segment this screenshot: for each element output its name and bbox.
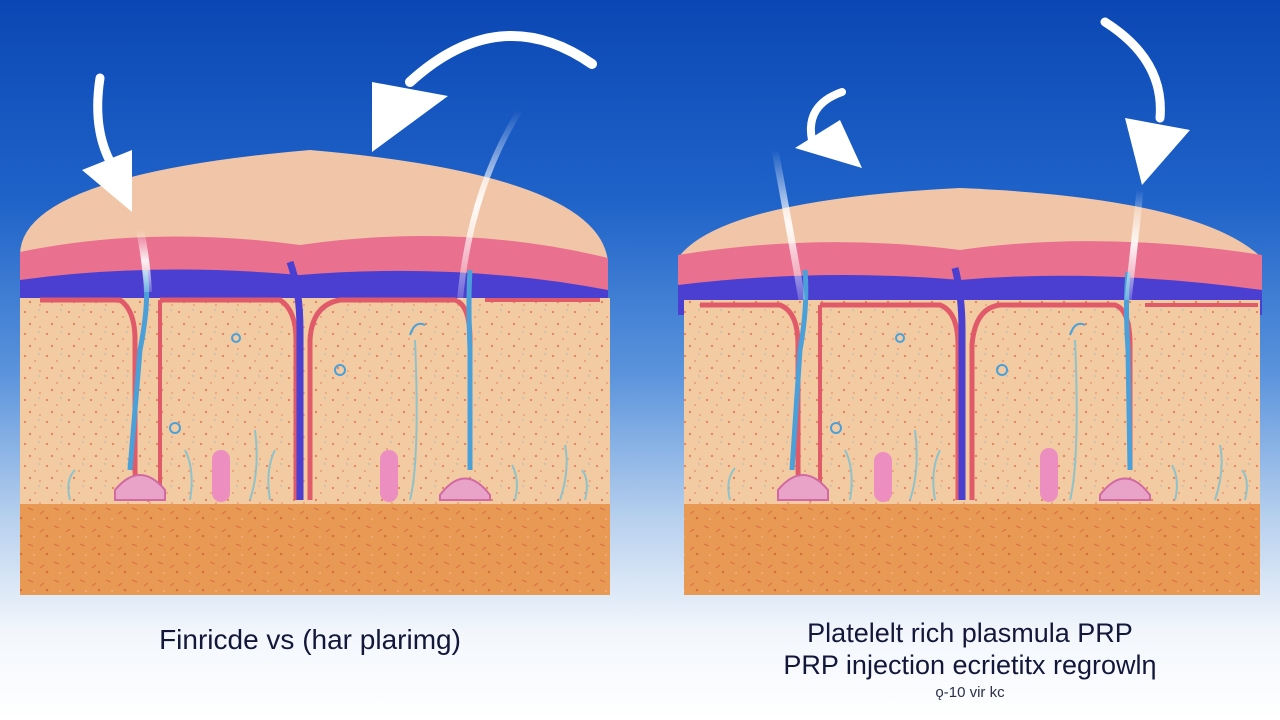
hair-follicle-icon: [1099, 477, 1151, 501]
follicle-pocket: [820, 302, 961, 500]
follicle-pocket: [160, 297, 299, 500]
hair-follicle-icon: [114, 474, 166, 501]
right-caption-line-3: ǫ-10 vir kc: [935, 684, 1005, 701]
curved-arrow-icon: [1100, 17, 1165, 123]
injection-sparkle-icon: [1124, 189, 1144, 301]
arrow-head: [372, 82, 448, 152]
injection-sparkle-icon: [457, 108, 523, 301]
arrow-head: [82, 150, 132, 212]
right-caption-line-1: Platelelt rich plasmula PRP: [807, 618, 1133, 648]
right-skin-panel: [678, 149, 1262, 595]
curved-arrow-icon: [806, 88, 846, 144]
left-skin-panel: [20, 108, 610, 595]
injection-sparkle-icon: [771, 149, 806, 301]
injection-sparkle-icon: [136, 229, 152, 293]
curved-arrow-icon: [93, 73, 117, 170]
hair-follicle-icon: [777, 474, 829, 501]
left-caption: Finricde vs (har plarimg): [159, 624, 461, 655]
arrow-head: [1125, 118, 1190, 185]
arrow-head: [795, 120, 862, 168]
right-caption-line-2: PRP injection ecrietitx regrowlη: [783, 650, 1157, 680]
curved-arrow-icon: [405, 31, 597, 87]
hair-follicle-icon: [439, 477, 491, 501]
